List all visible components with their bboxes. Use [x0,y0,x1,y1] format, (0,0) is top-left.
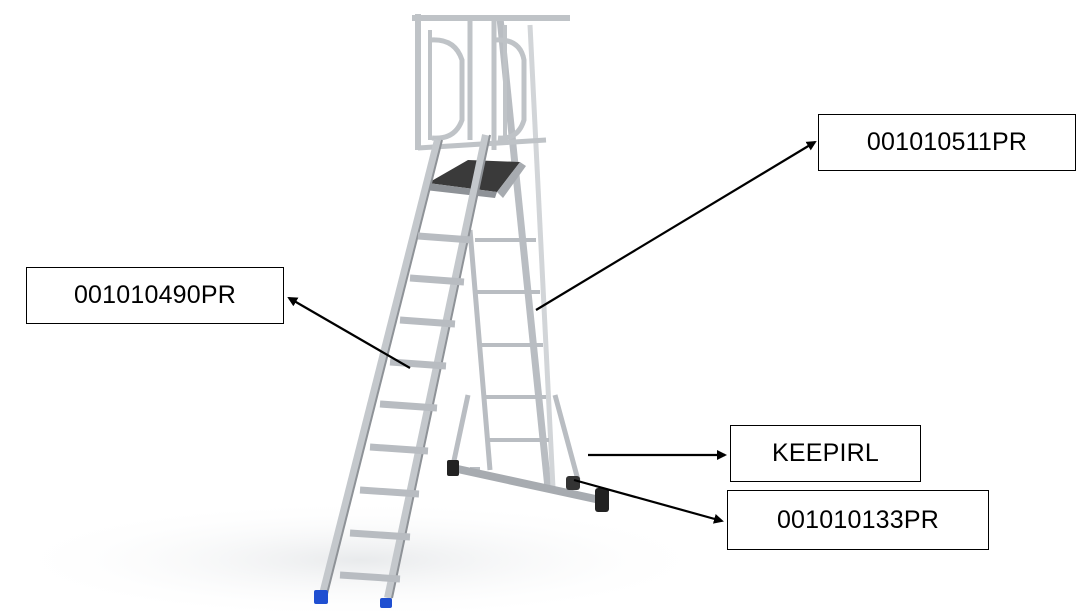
right-foot [380,598,392,608]
floor-shadow [0,500,720,611]
part-label-KEEPIRL: KEEPIRL [730,425,921,482]
guard-rail [412,14,570,150]
part-label-001010133PR: 001010133PR [727,490,989,550]
part-label-001010511PR: 001010511PR [818,114,1076,171]
left-foot [314,590,328,604]
part-label-001010490PR: 001010490PR [26,267,284,324]
arrow-part-a [536,142,815,310]
